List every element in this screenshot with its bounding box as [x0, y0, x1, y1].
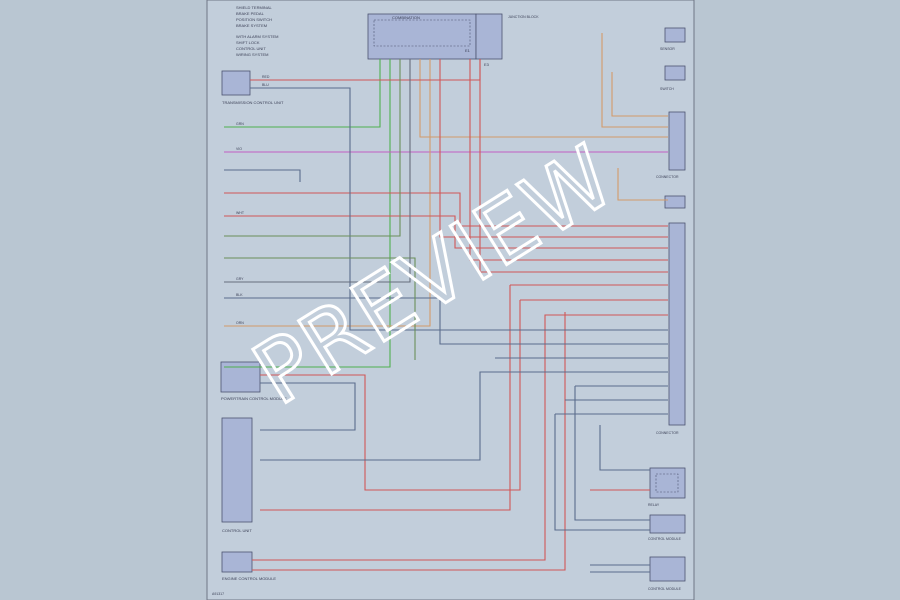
wire-orange-1: [419, 59, 668, 138]
wire-orange-4: [617, 168, 668, 201]
label-red: RED: [262, 75, 270, 79]
wire-red-10: [260, 285, 511, 511]
label-gray: GRY: [236, 277, 244, 281]
wire-red-12: [252, 312, 566, 571]
notes-block: SHIELD TERMINAL BRAKE PEDAL POSITION SWI…: [236, 5, 278, 57]
right-4-label: CONNECTOR: [656, 431, 679, 435]
wire-blue-2: [224, 169, 301, 182]
right-3-label: CONNECTOR: [656, 175, 679, 179]
wire-olive-2: [224, 257, 416, 360]
wire-group: [224, 33, 668, 573]
note2-line2: SHIFT LOCK: [236, 40, 260, 45]
label-white: WHT: [236, 211, 245, 215]
footer-id: A91317: [212, 592, 224, 596]
wire-red-3: [439, 59, 668, 238]
wire-blue-10: [599, 425, 650, 471]
wire-red-5: [469, 59, 668, 261]
wire-labels: RED BLU GRN VIO ORN GRY BLK WHT: [236, 75, 270, 325]
wire-gray-1: [224, 59, 411, 283]
note1-line4: BRAKE SYSTEM: [236, 23, 267, 28]
left-upper-label: TRANSMISSION CONTROL UNIT: [222, 100, 284, 105]
note1-line1: SHIELD TERMINAL: [236, 5, 272, 10]
wire-red-2: [224, 192, 668, 227]
wire-blue-12: [554, 414, 650, 531]
label-orange: ORN: [236, 321, 244, 325]
label-green: GRN: [236, 122, 244, 126]
note2-line1: WITH ALARM SYSTEM: [236, 34, 278, 39]
wire-green-2: [224, 59, 391, 368]
wire-orange-5: [224, 59, 431, 327]
wire-red-4: [224, 215, 668, 249]
wire-green-1: [224, 59, 381, 128]
wire-blue-3: [224, 297, 668, 345]
left-mid-label: POWERTRAIN CONTROL MODULE: [221, 396, 287, 401]
right-5-label: RELAY: [648, 503, 660, 507]
wire-blue-11: [574, 386, 650, 521]
wire-red-6: [479, 59, 668, 273]
top-unit-label: COMBINATION: [392, 15, 420, 20]
note2-line4: WIRING SYSTEM: [236, 52, 268, 57]
wire-orange-2: [601, 33, 668, 128]
label-blue: BLU: [262, 83, 269, 87]
label-violet: VIO: [236, 147, 242, 151]
left-bottom-label: ENGINE CONTROL MODULE: [222, 576, 276, 581]
right-7-label: CONTROL MODULE: [648, 587, 682, 591]
wire-blue-5: [260, 371, 668, 461]
note2-line3: CONTROL UNIT: [236, 46, 266, 51]
left-connectors: TRANSMISSION CONTROL UNIT POWERTRAIN CON…: [212, 70, 287, 596]
right-6-label: CONTROL MODULE: [648, 537, 682, 541]
wire-orange-3: [611, 72, 668, 117]
junction-label: JUNCTION BLOCK: [508, 15, 539, 19]
right-connectors: SENSOR SWITCH CONNECTOR CONNECTOR RELAY …: [648, 27, 686, 591]
label-black: BLK: [236, 293, 243, 297]
wire-red-9: [260, 300, 521, 491]
wire-blue-1: [250, 87, 668, 331]
left-lower-label: CONTROL UNIT: [222, 528, 252, 533]
right-2-label: SWITCH: [660, 87, 674, 91]
junction-id-1: E3: [484, 62, 490, 67]
top-unit-id: E1: [465, 48, 471, 53]
wire-red-11: [252, 314, 668, 561]
wire-blue-4: [260, 382, 356, 431]
note1-line3: POSITION SWITCH: [236, 17, 272, 22]
wire-olive-1: [224, 59, 401, 237]
note1-line2: BRAKE PEDAL: [236, 11, 265, 16]
top-control-unit: COMBINATION E1 JUNCTION BLOCK E3: [367, 13, 539, 67]
right-1-label: SENSOR: [660, 47, 675, 51]
